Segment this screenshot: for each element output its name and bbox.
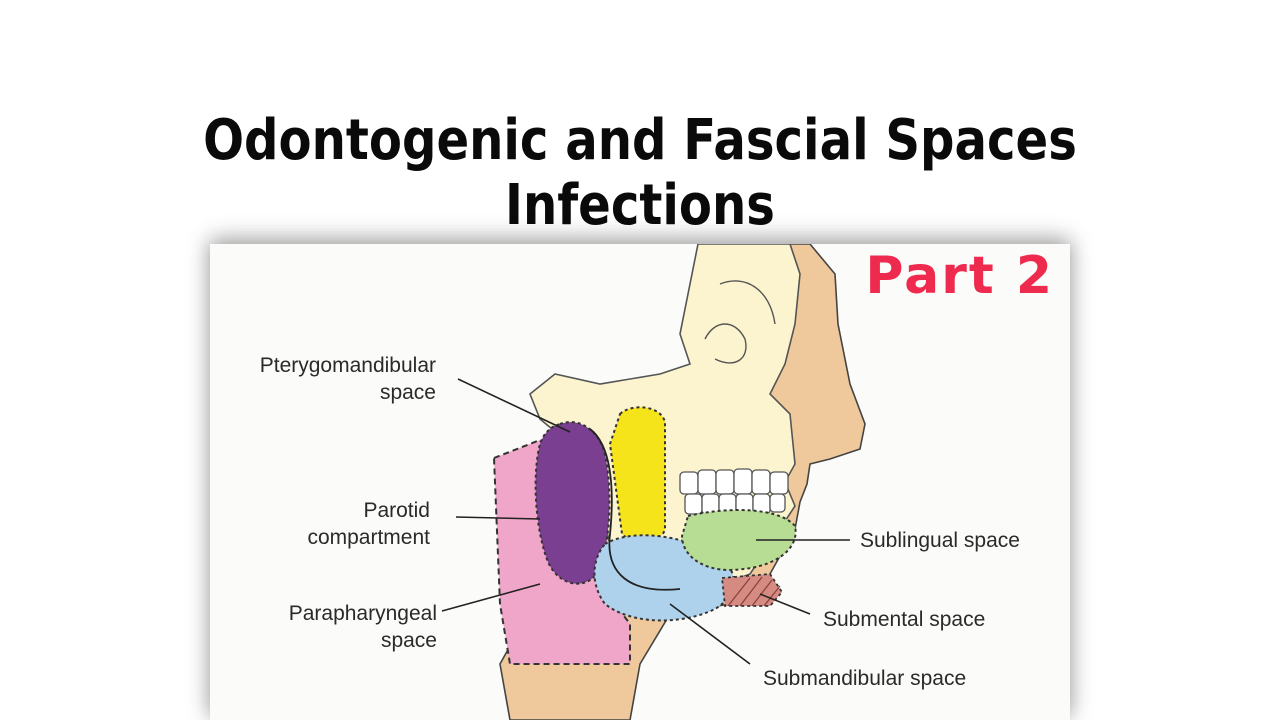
- label-pterygomandibular-line2: space: [379, 381, 436, 404]
- leader-lines: [441, 378, 850, 665]
- label-parapharyngeal-line2: space: [380, 629, 437, 652]
- part-badge: Part 2: [865, 246, 1054, 306]
- label-parapharyngeal-line1: Parapharyngeal: [288, 602, 437, 625]
- label-sublingual: Sublingual space: [860, 529, 1020, 552]
- label-pterygomandibular: Pterygomandibular space: [220, 352, 436, 406]
- label-pterygomandibular-line1: Pterygomandibular: [259, 354, 436, 377]
- yellow-space: [608, 406, 666, 542]
- label-submandibular: Submandibular space: [763, 667, 967, 690]
- sublingual-region: [680, 509, 797, 572]
- head-illustration: [441, 244, 866, 720]
- page-title: Odontogenic and Fascial Spaces Infection…: [203, 108, 1077, 238]
- teeth: [679, 468, 789, 515]
- purple-space: [534, 421, 611, 585]
- label-parotid-line2: compartment: [307, 526, 430, 549]
- label-parapharyngeal: Parapharyngeal space: [220, 600, 437, 654]
- anatomy-diagram: Part 2 Pterygomandibular space Parotid c…: [210, 244, 1070, 720]
- label-parotid-line1: Parotid: [363, 499, 430, 522]
- label-parotid: Parotid compartment: [220, 497, 430, 551]
- label-submental: Submental space: [823, 608, 986, 631]
